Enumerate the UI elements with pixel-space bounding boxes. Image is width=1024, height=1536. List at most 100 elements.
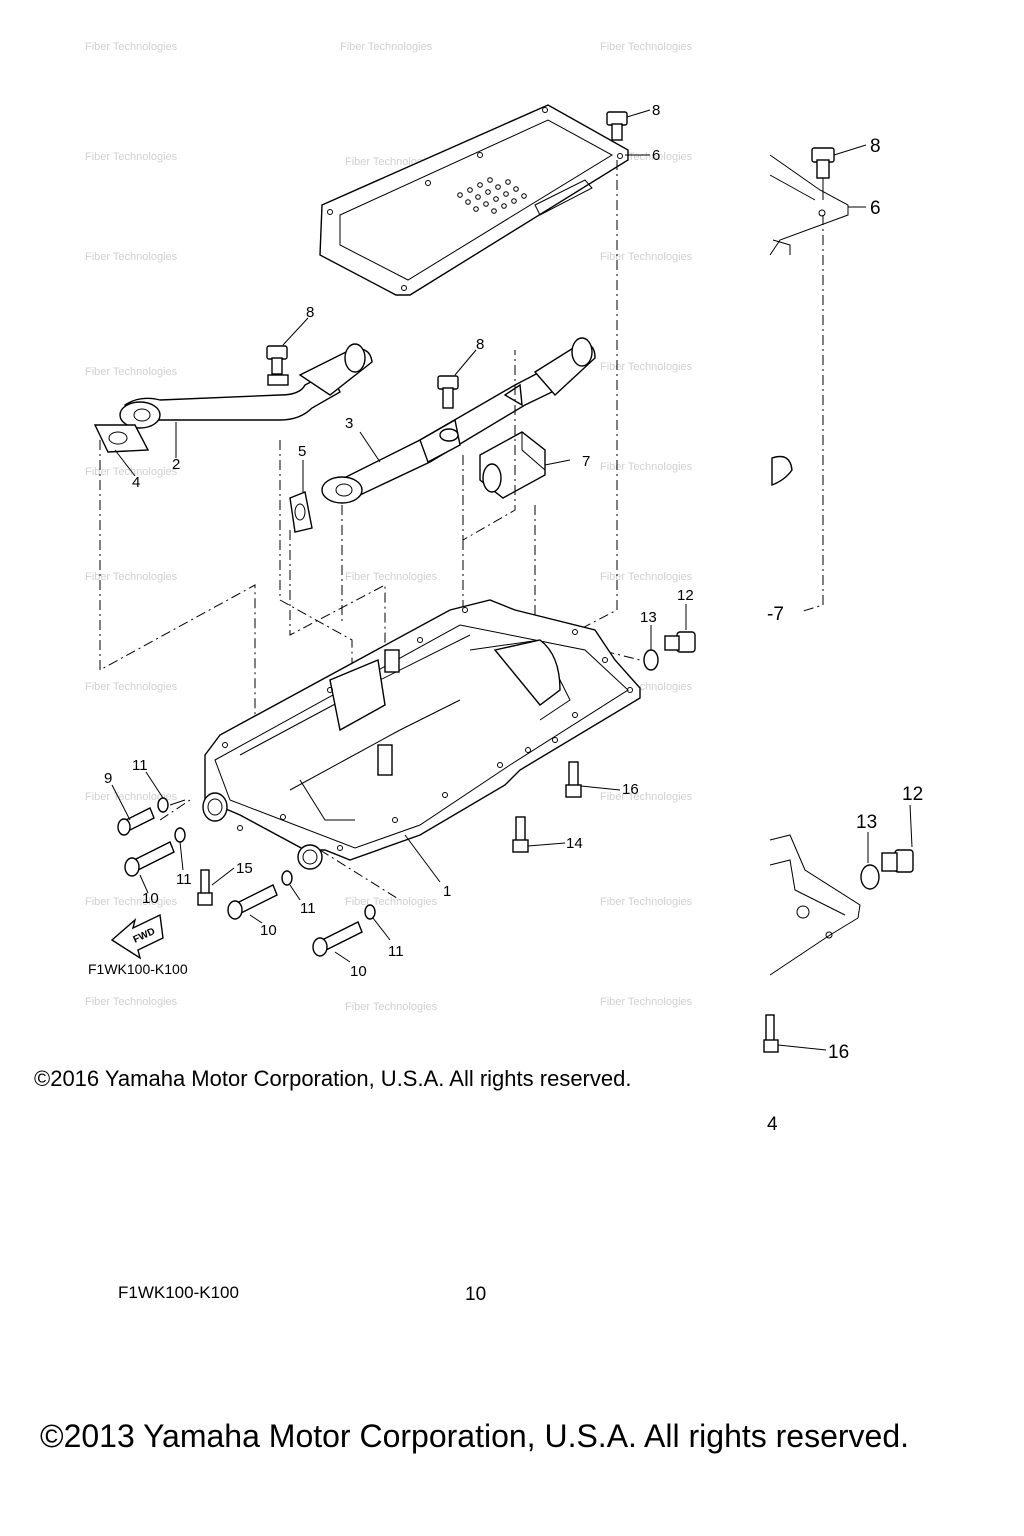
dash-line [99, 440, 256, 755]
pan-bolt-holes [222, 607, 633, 851]
callout-13: 13 [640, 609, 657, 626]
callout-4: 4 [132, 474, 140, 491]
back-gasket-13 [860, 864, 880, 890]
back-callout-7: -7 [767, 604, 784, 625]
copyright-back: ©2013 Yamaha Motor Corporation, U.S.A. A… [40, 1418, 910, 1454]
back-callout-16: 16 [828, 1042, 849, 1063]
back-bolt-16 [763, 1014, 779, 1053]
cover-vent-holes [457, 177, 527, 214]
watermark: Fiber Technologies [85, 251, 178, 263]
leader-line [249, 914, 263, 924]
watermark: Fiber Technologies [85, 41, 178, 53]
oil-pan-cover [319, 104, 629, 296]
callout-10: 10 [142, 890, 159, 907]
watermark: Fiber Technologies [85, 151, 178, 163]
callout-8: 8 [652, 102, 660, 119]
callout-12: 12 [677, 587, 694, 604]
copyright-front: ©2016 Yamaha Motor Corporation, U.S.A. A… [34, 1066, 632, 1091]
back-callout-13: 13 [856, 812, 877, 833]
callout-8: 8 [306, 304, 314, 321]
callout-9: 9 [104, 770, 112, 787]
bracket-7 [479, 431, 546, 499]
back-cover-edge [769, 154, 849, 256]
watermark: Fiber Technologies [85, 681, 178, 693]
bolt-8-pipe3 [437, 375, 459, 442]
bolt-14 [512, 816, 529, 853]
callout-11: 11 [300, 900, 316, 917]
callout-10: 10 [260, 922, 277, 939]
leader-line [626, 109, 651, 118]
washer-11 [174, 827, 186, 843]
leader-line [114, 449, 136, 477]
back-pan-hole [796, 905, 810, 919]
callout-11: 11 [176, 871, 192, 888]
callout-8: 8 [476, 336, 484, 353]
leader-line [544, 459, 571, 466]
back-pan-edge [769, 859, 846, 916]
back-dash-line [799, 215, 824, 613]
watermark: Fiber Technologies [600, 791, 693, 803]
oil-pan-1 [202, 599, 641, 870]
watermark: Fiber Technologies [85, 791, 178, 803]
part-code: F1WK100-K100 [88, 961, 188, 977]
watermark: Fiber Technologies [600, 896, 693, 908]
leader-line [580, 785, 621, 791]
leader-line [139, 874, 149, 894]
back-callout-4: 4 [767, 1114, 778, 1135]
watermark: Fiber Technologies [340, 41, 433, 53]
leader-line [145, 771, 164, 799]
callout-5: 5 [298, 443, 306, 460]
bolt-8-pipe2 [266, 345, 289, 386]
callout-10: 10 [350, 963, 367, 980]
watermark: Fiber Technologies [85, 996, 178, 1008]
back-part-code: F1WK100-K100 [118, 1283, 239, 1302]
oil-pipe-2 [119, 343, 373, 429]
washer-11 [157, 797, 169, 813]
callout-2: 2 [172, 456, 180, 473]
gasket-4 [93, 424, 150, 453]
watermark: Fiber Technologies [600, 996, 693, 1008]
callout-7: 7 [582, 453, 590, 470]
callout-6: 6 [652, 147, 660, 164]
drain-bolt-12 [664, 631, 696, 653]
watermark: Fiber Technologies [85, 896, 178, 908]
leader-line [777, 1044, 827, 1051]
bolt-10a [124, 841, 175, 877]
leader-line [527, 842, 566, 847]
leader-line [909, 804, 913, 848]
watermark: Fiber Technologies [600, 251, 693, 263]
bolt-16 [565, 761, 582, 798]
dash-line [462, 350, 516, 541]
watermark: Fiber Technologies [85, 366, 178, 378]
dash-line [159, 799, 191, 821]
back-cover-tab [772, 239, 791, 255]
watermark: Fiber Technologies [85, 571, 178, 583]
back-callout-8: 8 [870, 136, 881, 157]
forward-arrow-icon: FWD [110, 913, 164, 960]
leader-line [404, 834, 441, 883]
leader-line [833, 144, 867, 156]
callout-14: 14 [566, 835, 583, 852]
back-bolt-8 [811, 147, 835, 200]
bolt-10b [227, 884, 278, 920]
watermark: Fiber Technologies [600, 461, 693, 473]
dash-line [289, 530, 386, 700]
callout-15: 15 [236, 860, 253, 877]
callout-1: 1 [443, 883, 451, 900]
callout-11: 11 [388, 943, 404, 960]
watermark: Fiber Technologies [345, 896, 438, 908]
leader-line [359, 431, 381, 463]
back-bracket [771, 455, 793, 487]
bolt-9 [117, 807, 155, 836]
callout-16: 16 [622, 781, 639, 798]
callout-3: 3 [345, 415, 353, 432]
watermark: Fiber Technologies [600, 41, 693, 53]
bolt-8-top [606, 111, 628, 141]
leader-line [454, 349, 477, 376]
watermark: Fiber Technologies [345, 1001, 438, 1013]
watermark: Fiber Technologies [600, 361, 693, 373]
watermark: Fiber Technologies [600, 571, 693, 583]
gasket-5 [289, 491, 313, 533]
